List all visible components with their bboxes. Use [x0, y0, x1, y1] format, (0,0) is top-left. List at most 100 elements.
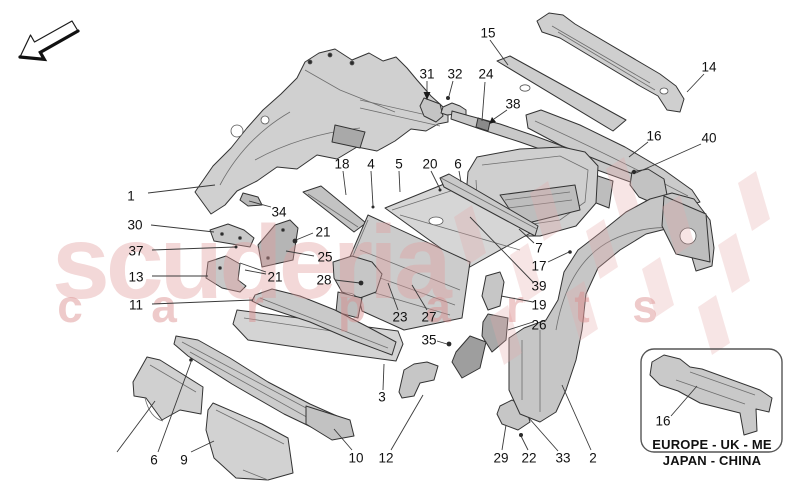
watermark-tagline-letter: t	[574, 280, 589, 332]
rear-wheelhouse-assembly-left	[194, 48, 449, 215]
callout-number[interactable]: 31	[419, 67, 434, 82]
callout-number[interactable]: 21	[267, 270, 282, 285]
callout-17[interactable]: 17	[531, 251, 570, 274]
fastener-dot	[438, 188, 442, 192]
callout-21[interactable]: 21	[239, 262, 283, 285]
callout-33[interactable]: 33	[527, 416, 571, 466]
callout-number[interactable]: 7	[535, 241, 543, 256]
callout-39[interactable]: 39	[469, 216, 547, 294]
leader-arrowhead	[489, 117, 496, 124]
callout-26[interactable]: 26	[507, 318, 547, 333]
callout-number[interactable]: 28	[316, 273, 331, 288]
callout-number[interactable]: 20	[422, 157, 437, 172]
direction-arrow-icon	[18, 20, 80, 62]
callout-number[interactable]: 37	[128, 244, 143, 259]
callout-number[interactable]: 6	[150, 453, 158, 468]
callout-34[interactable]: 34	[248, 200, 287, 220]
callout-number[interactable]: 38	[505, 97, 520, 112]
bracket-19	[481, 271, 505, 311]
watermark-diamond	[530, 181, 562, 241]
callout-18[interactable]: 18	[334, 157, 350, 196]
callout-number[interactable]: 30	[127, 218, 142, 233]
callout-number[interactable]: 5	[395, 157, 403, 172]
callout-27[interactable]: 27	[411, 284, 437, 325]
callout-number[interactable]: 1	[127, 189, 135, 204]
watermark-diamond	[662, 195, 694, 255]
callout-number[interactable]: 15	[480, 26, 495, 41]
callout-11[interactable]: 11	[129, 298, 254, 313]
callout-number[interactable]: 16	[646, 129, 661, 144]
callout-16[interactable]: 16	[628, 129, 662, 158]
callout-6[interactable]: 6	[150, 361, 192, 468]
callout-number[interactable]: 40	[701, 131, 716, 146]
callout-number[interactable]: 11	[129, 298, 143, 313]
callout-number[interactable]: 24	[478, 67, 494, 82]
watermark-diamond	[586, 219, 618, 279]
callout-22[interactable]: 22	[520, 435, 537, 466]
callout-number[interactable]: 27	[421, 310, 436, 325]
callout-31[interactable]: 31	[419, 67, 435, 93]
callout-number[interactable]: 21	[315, 225, 330, 240]
fastener-dot	[358, 280, 364, 286]
callout-2[interactable]: 2	[561, 384, 597, 466]
callout-24[interactable]: 24	[478, 67, 494, 122]
fastener-dot	[519, 433, 523, 437]
callout-number[interactable]: 12	[378, 451, 393, 466]
callout-number[interactable]: 25	[317, 250, 332, 265]
callout-number[interactable]: 32	[447, 67, 462, 82]
callout-23[interactable]: 23	[387, 282, 408, 325]
callout-13[interactable]: 13	[128, 270, 208, 285]
callout-number[interactable]: 33	[555, 451, 570, 466]
callout-35[interactable]: 35	[421, 333, 448, 348]
callout-19[interactable]: 19	[500, 295, 547, 313]
callout-number[interactable]: 3	[378, 390, 386, 405]
callout-number[interactable]: 19	[531, 298, 546, 313]
callout-3[interactable]: 3	[378, 363, 386, 405]
callout-1[interactable]: 1	[127, 184, 216, 204]
callout-7[interactable]: 7	[518, 228, 543, 256]
callout-12[interactable]: 12	[378, 394, 424, 466]
callout-6[interactable]: 6	[454, 157, 462, 183]
callout-number[interactable]: 29	[493, 451, 508, 466]
callout-29[interactable]: 29	[493, 424, 509, 466]
callout-10[interactable]: 10	[333, 428, 364, 466]
callout-37[interactable]: 37	[128, 244, 236, 259]
callout-number[interactable]: 16	[655, 414, 670, 429]
callout-5[interactable]: 5	[395, 157, 403, 193]
callout-25[interactable]: 25	[285, 250, 333, 265]
callout-number[interactable]: 17	[531, 259, 546, 274]
region-variant-box: EUROPE - UK - ME JAPAN - CHINA	[640, 348, 783, 468]
callout-number[interactable]: 35	[421, 333, 436, 348]
fastener-dot	[292, 238, 298, 244]
callout-20[interactable]: 20	[422, 157, 441, 190]
callout-40[interactable]: 40	[635, 131, 717, 174]
callout-4[interactable]: 4	[367, 157, 375, 207]
callout-number[interactable]: 2	[589, 451, 597, 466]
callout-14[interactable]: 14	[686, 60, 717, 93]
callout-number[interactable]: 13	[128, 270, 143, 285]
callout-number[interactable]: 23	[392, 310, 407, 325]
callout-number[interactable]: 34	[271, 205, 287, 220]
callout-21[interactable]: 21	[295, 225, 331, 241]
callout-38[interactable]: 38	[493, 97, 521, 120]
callout-number[interactable]: 4	[367, 157, 375, 172]
callout-number[interactable]: 6	[454, 157, 462, 172]
callout-number[interactable]: 9	[180, 453, 188, 468]
callout-15[interactable]: 15	[480, 26, 509, 66]
callout-number[interactable]: 14	[701, 60, 717, 75]
callout-number[interactable]: 10	[348, 451, 363, 466]
quarter-panel-box	[661, 195, 711, 263]
callout-30[interactable]: 30	[127, 218, 215, 233]
callout-number[interactable]: 26	[531, 318, 546, 333]
callout-9[interactable]: 9	[180, 440, 215, 468]
callout-28[interactable]: 28	[316, 273, 361, 288]
stray-leader-line	[116, 400, 156, 453]
callout-number[interactable]: 22	[521, 451, 536, 466]
callout-16[interactable]: 16	[655, 385, 698, 429]
callout-32[interactable]: 32	[447, 67, 463, 97]
watermark-diamond	[718, 233, 750, 293]
callout-number[interactable]: 39	[531, 279, 546, 294]
callout-number[interactable]: 18	[334, 157, 349, 172]
